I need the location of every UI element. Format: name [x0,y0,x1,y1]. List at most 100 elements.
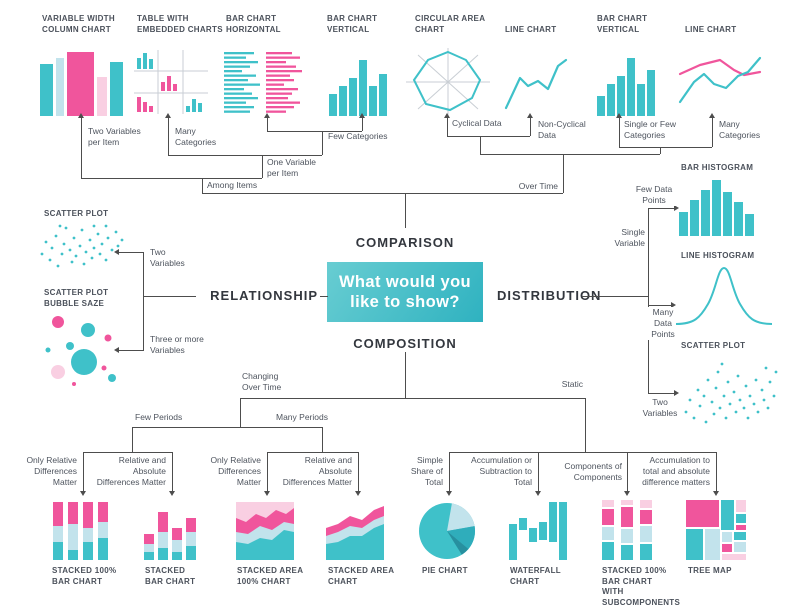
arrowhead [80,491,86,496]
stacked-100-bar-with-subcomponents-icon [600,500,654,560]
arrowhead [169,491,175,496]
arrowhead [671,302,676,308]
edge-label: One Variable per Item [267,157,316,178]
arrowhead [444,113,450,118]
chart-label: LINE CHART [685,25,737,34]
scatter-plot-bubble-icon [40,310,128,388]
connector [585,398,586,452]
arrowhead [264,491,270,496]
edge-label: Simple Share of Total [410,455,443,487]
connector [648,208,674,209]
table-with-embedded-charts-icon [134,50,208,114]
connector [627,452,628,491]
line-histogram-icon [674,262,774,330]
chart-label: WATERFALL CHART [510,566,561,586]
connector [267,452,268,491]
connector [202,178,203,193]
arrowhead [165,113,171,118]
edge-label: Relative and Absolute Differences Matter [96,455,166,487]
connector [240,398,585,399]
stacked-100-bar-chart-icon [52,502,110,560]
connector [168,155,322,156]
connector [405,352,406,398]
connector [582,296,648,297]
edge-label: Components of Components [564,461,622,482]
connector [648,208,649,393]
edge-label: Accumulation or Subtraction to Total [471,455,532,487]
line-chart-icon [504,56,568,112]
connector [168,118,169,155]
arrowhead [616,113,622,118]
bar-chart-vertical-icon [328,60,392,116]
chart-label: STACKED 100% BAR CHART [52,566,117,586]
chart-label: TREE MAP [688,566,732,575]
chart-label: TABLE WITH EMBEDDED CHARTS [137,14,223,34]
edge-label: Cyclical Data [452,118,502,128]
edge-label: Only Relative Differences Matter [26,455,77,487]
edge-label: Only Relative Differences Matter [210,455,261,487]
question-line: like to show? [350,293,460,311]
edge-label: Two Variables [642,397,678,418]
connector [362,118,363,131]
connector [563,154,564,193]
arrowhead [78,113,84,118]
connector [81,178,262,179]
bar-histogram-icon [678,180,756,236]
connector [660,147,661,154]
edge-label: Static [561,379,583,389]
chart-label: STACKED AREA 100% CHART [237,566,303,586]
chart-label: SCATTER PLOT BUBBLE SAZE [44,288,109,308]
center-question-box: What would you like to show? [327,262,483,322]
edge-label: Non-Cyclical Data [538,119,586,140]
connector [530,118,531,136]
edge-label: Accumulation to total and absolute diffe… [642,455,710,487]
arrowhead [674,205,679,211]
arrowhead [264,113,270,118]
branch-relationship: RELATIONSHIP [210,288,318,303]
chart-label: LINE CHART [505,25,557,34]
branch-comparison: COMPARISON [355,235,455,250]
chart-label: VARIABLE WIDTH COLUMN CHART [42,14,115,34]
circular-area-chart-icon [402,46,494,118]
edge-label: Single Variable [614,227,645,248]
scatter-plot-icon [678,352,782,432]
edge-label: Three or more Variables [150,334,204,355]
connector [81,118,82,178]
chart-label: SCATTER PLOT [44,209,109,218]
tree-map-icon [686,500,746,560]
chart-label: LINE HISTOGRAM [681,251,755,260]
connector [480,136,481,154]
stacked-area-chart-icon [326,502,384,560]
edge-label: Over Time [518,181,558,191]
arrowhead [709,113,715,118]
connector [202,193,563,194]
connector [716,452,717,491]
bar-chart-horizontal-icon [224,52,304,115]
edge-label: Many Data Points [646,307,680,340]
connector [172,452,173,491]
arrowhead [114,249,119,255]
stacked-bar-chart-icon [143,512,199,560]
edge-label: Two Variables [150,247,185,268]
branch-distribution: DISTRIBUTION [497,288,602,303]
scatter-plot-icon [36,220,128,276]
branch-composition: COMPOSITION [353,336,457,351]
connector [447,136,530,137]
edge-label: Among Items [207,180,258,190]
connector [83,452,172,453]
edge-label: Many Categories [719,119,761,140]
connector [132,427,322,428]
edge-label: Few Data Points [630,184,678,206]
chart-label: SCATTER PLOT [681,341,746,350]
chart-label: BAR HISTOGRAM [681,163,754,172]
arrowhead [674,390,679,396]
arrowhead [527,113,533,118]
chart-label: STACKED AREA CHART [328,566,394,586]
connector [405,193,406,228]
connector [132,427,133,452]
chart-label: BAR CHART HORIZONTAL [226,14,281,34]
arrowhead [114,347,119,353]
chart-label: PIE CHART [422,566,468,575]
connector [648,305,671,306]
